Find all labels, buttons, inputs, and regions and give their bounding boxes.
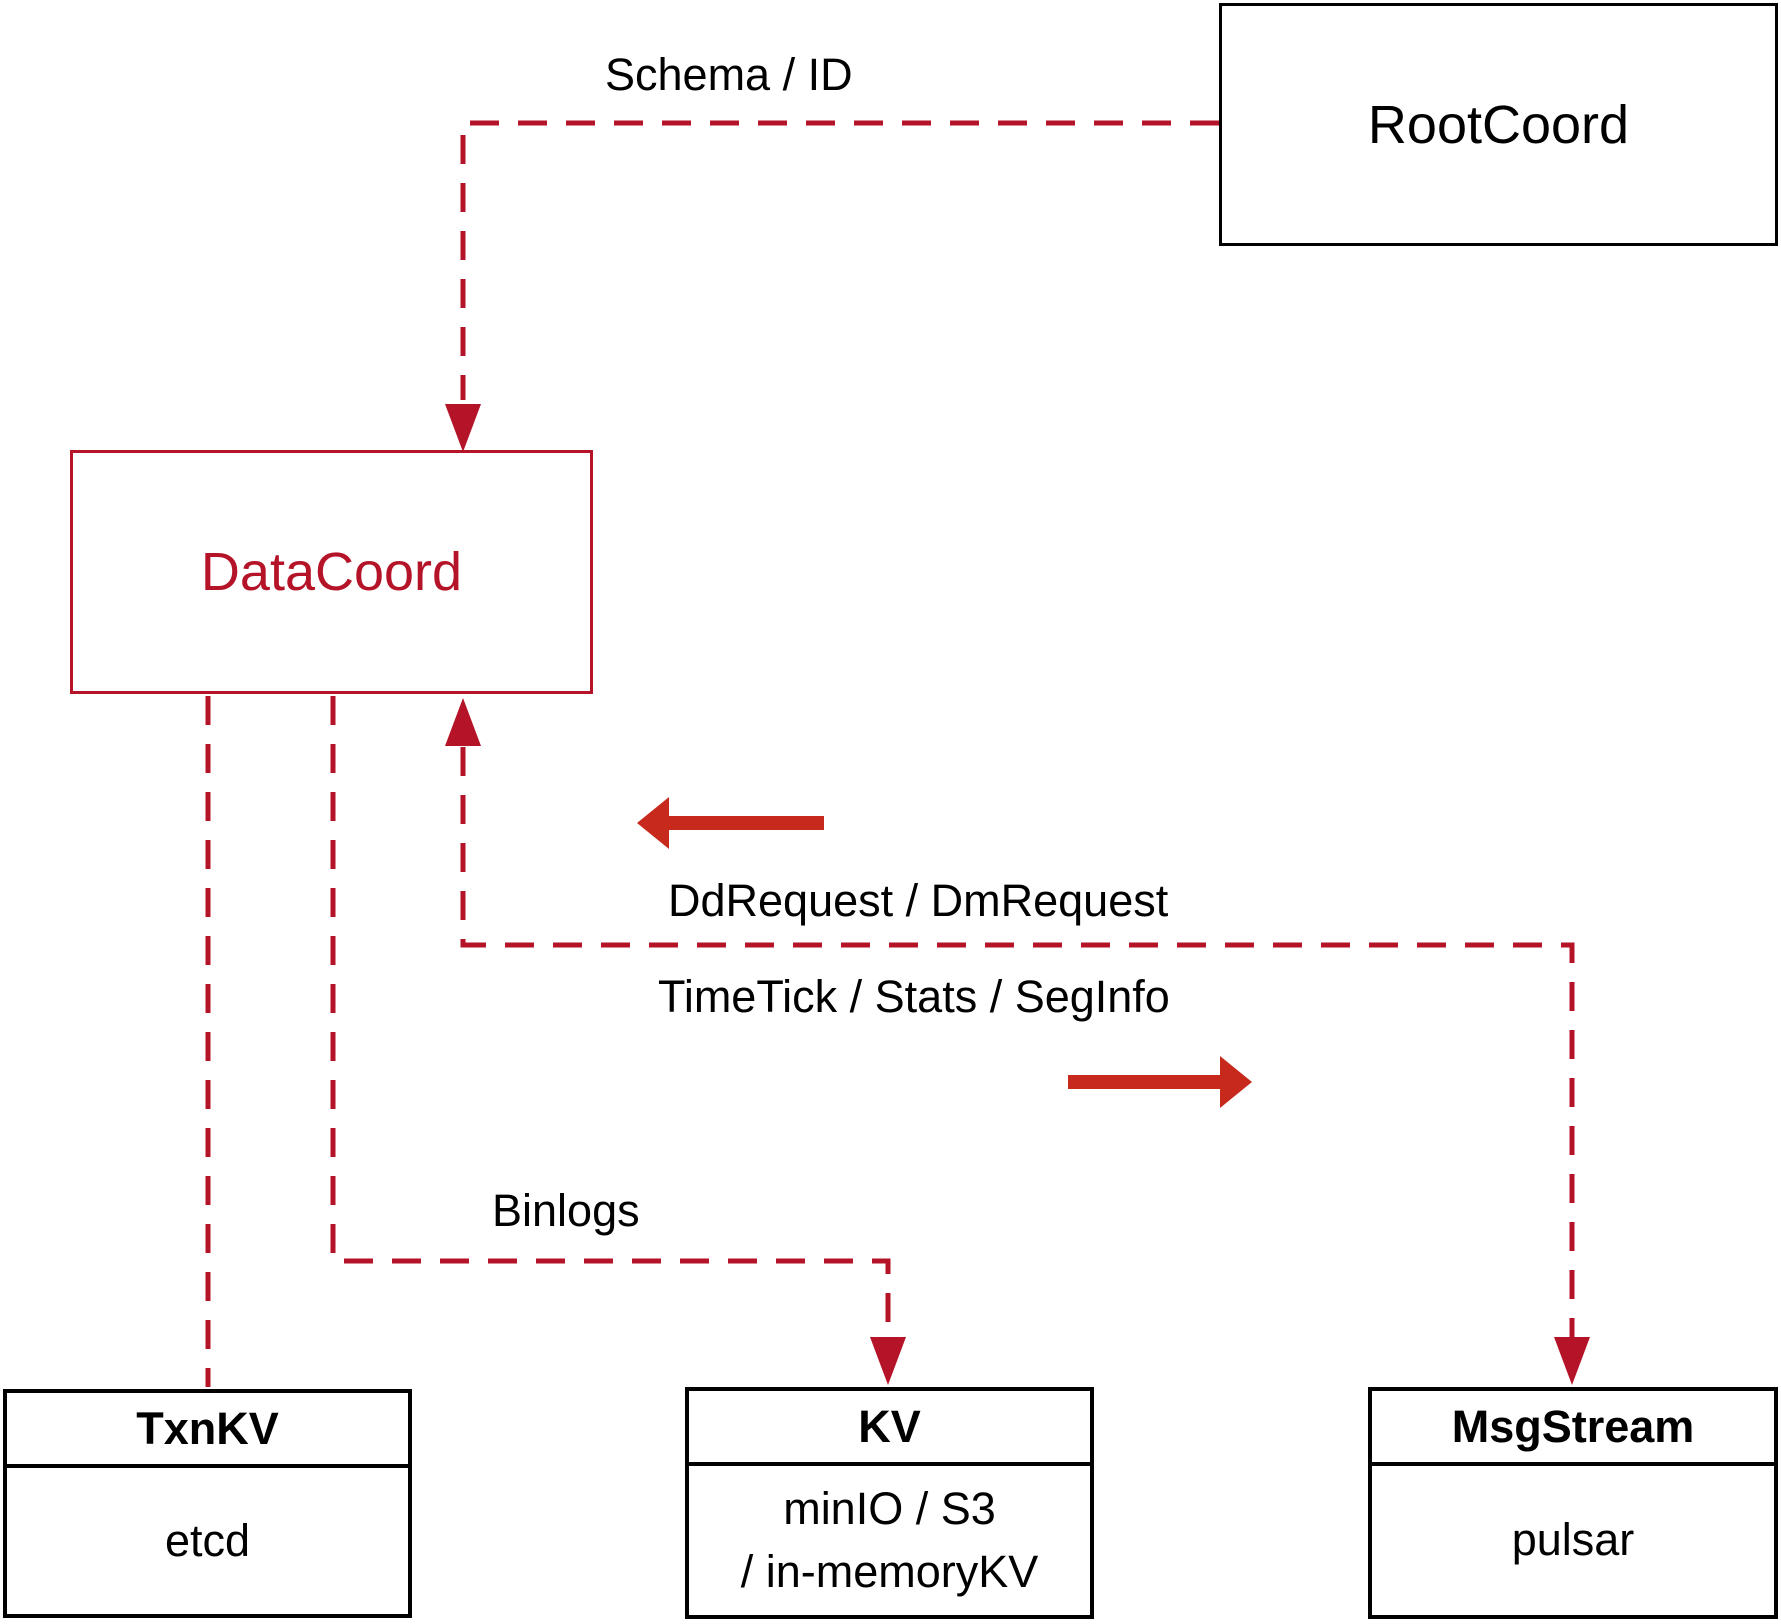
edge-schema-id-arrowhead-down <box>445 404 481 452</box>
rootcoord-node: RootCoord <box>1219 3 1778 246</box>
kv-body-line1: minIO / S3 <box>783 1483 996 1535</box>
msgstream-title: MsgStream <box>1372 1391 1774 1466</box>
datacoord-node: DataCoord <box>70 450 593 694</box>
ddrequest-dmrequest-edge-label: DdRequest / DmRequest <box>668 875 1169 926</box>
direction-arrow-left-head <box>637 797 669 849</box>
edge-binlogs-line <box>330 696 891 1337</box>
edge-schema-id-line <box>460 120 1219 400</box>
datacoord-label: DataCoord <box>200 542 463 602</box>
msgstream-node: MsgStream pulsar <box>1368 1387 1778 1619</box>
binlogs-edge-label: Binlogs <box>492 1185 640 1236</box>
txnkv-body: etcd <box>164 1514 251 1566</box>
schema-id-edge-label: Schema / ID <box>605 49 853 100</box>
msgstream-body: pulsar <box>1511 1514 1635 1566</box>
direction-arrow-right-head <box>1220 1056 1252 1108</box>
txnkv-node: TxnKV etcd <box>3 1389 412 1618</box>
rootcoord-label: RootCoord <box>1367 94 1630 155</box>
txnkv-title: TxnKV <box>7 1393 408 1468</box>
edge-datacoord-arrowhead-up <box>445 698 481 746</box>
kv-body-line2: / in-memoryKV <box>740 1545 1039 1597</box>
edge-datacoord-msgstream-line <box>460 747 1575 1337</box>
kv-title: KV <box>689 1391 1090 1466</box>
kv-body: minIO / S3 / in-memoryKV <box>689 1466 1090 1615</box>
kv-node: KV minIO / S3 / in-memoryKV <box>685 1387 1094 1619</box>
edge-binlogs-arrowhead-down <box>870 1337 906 1385</box>
timetick-stats-seginfo-edge-label: TimeTick / Stats / SegInfo <box>658 971 1170 1022</box>
edge-msgstream-arrowhead-down <box>1554 1337 1590 1385</box>
